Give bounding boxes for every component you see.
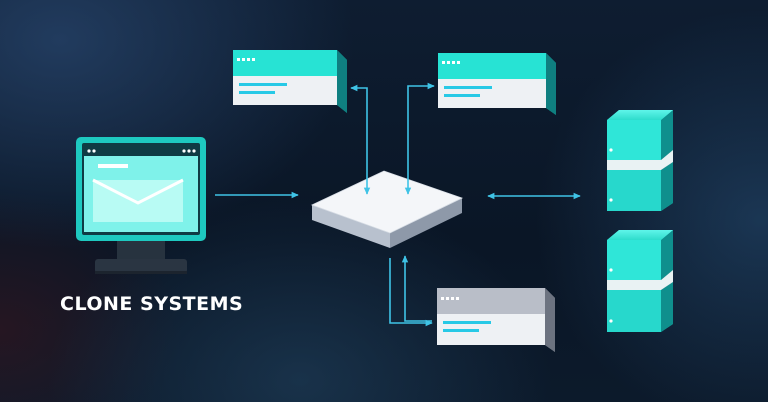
arrow-bottom-panel-to-hub (401, 255, 432, 322)
network-switch-icon (310, 170, 464, 248)
arrow-hub-to-bottom-panel (389, 258, 433, 327)
database-stack-icon (607, 110, 673, 211)
connector-arrows (215, 82, 581, 327)
monitor-icon (76, 137, 206, 274)
server-panel-icon (437, 288, 555, 352)
database-stack-icon (607, 230, 673, 332)
brand-logo-text: CLONE SYSTEMS (60, 293, 244, 315)
arrow-left-panel-hub (350, 84, 371, 195)
server-panel-icon (233, 50, 347, 113)
arrow-right-panel-hub (404, 82, 435, 195)
server-panel-icon (438, 53, 556, 115)
